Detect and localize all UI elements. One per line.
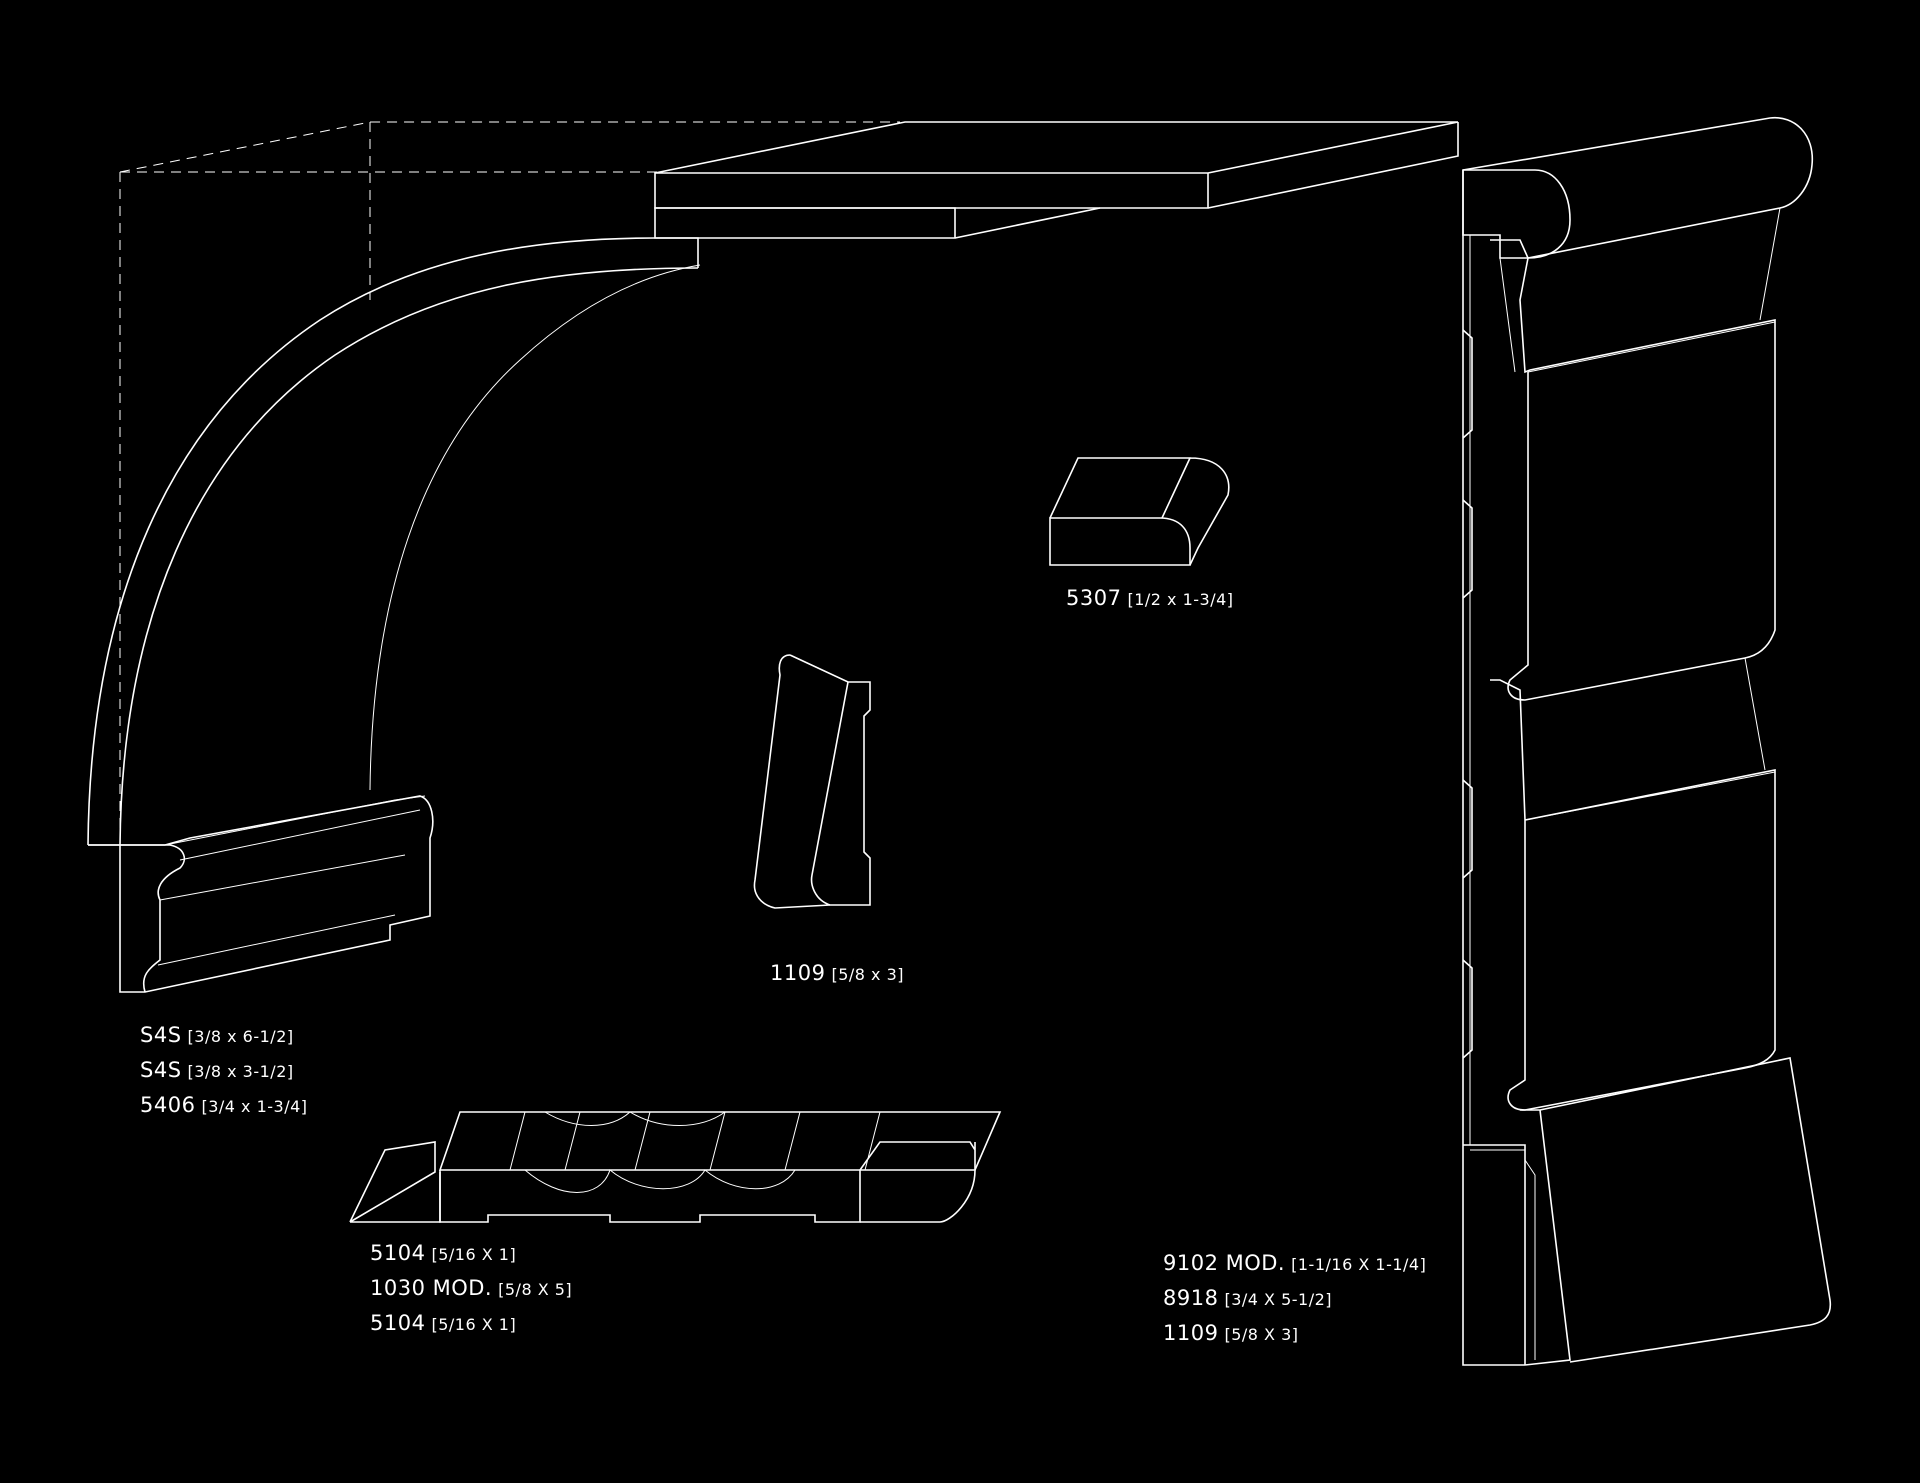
arch-back-curve [369,264,701,791]
right-casing-assembly [1462,116,1832,1366]
arch-assembly [87,121,1459,993]
label-bottom-line-1: 5104 [5/16 X 1] [370,1243,572,1278]
label-1109-dim: [5/8 x 3] [831,965,905,984]
cap-9102 [1462,169,1571,259]
profile-5307 [1049,457,1230,566]
label-right-line-1: 9102 MOD. [1-1/16 X 1-1/4] [1163,1253,1426,1288]
label-dim: [3/8 x 6-1/2] [187,1027,294,1046]
label-left-line-2: S4S [3/8 x 3-1/2] [140,1060,308,1095]
arch-curve-outer [87,237,656,846]
bottom-1109 [1520,1057,1832,1366]
label-left-line-1: S4S [3/8 x 6-1/2] [140,1025,308,1060]
label-dim: [5/8 X 5] [498,1280,573,1299]
label-code: 5406 [140,1093,196,1117]
label-code: S4S [140,1023,182,1047]
label-1109-code: 1109 [770,961,826,985]
label-dim: [5/8 X 3] [1224,1325,1299,1344]
label-code: 1109 [1163,1321,1219,1345]
profile-1109-center [753,654,871,909]
label-right-line-3: 1109 [5/8 X 3] [1163,1323,1426,1358]
arch-base-molding-lines [157,795,426,966]
label-bottom-line-2: 1030 MOD. [5/8 X 5] [370,1278,572,1313]
label-5307-code: 5307 [1066,586,1122,610]
label-code: 1030 MOD. [370,1276,493,1300]
arch-construction-lines [119,121,900,845]
label-code: 9102 MOD. [1163,1251,1286,1275]
label-code: 5104 [370,1311,426,1335]
label-code: S4S [140,1058,182,1082]
arch-curve-inner [119,267,699,846]
label-dim: [3/8 x 3-1/2] [187,1062,294,1081]
label-5307-dim: [1/2 x 1-3/4] [1127,590,1234,609]
arch-base-molding [88,795,434,993]
arch-base-molding-profile [120,844,186,993]
label-code: 8918 [1163,1286,1219,1310]
label-dim: [3/4 x 1-3/4] [201,1097,308,1116]
top-board-upper [654,121,1459,209]
label-group-left: S4S [3/8 x 6-1/2] S4S [3/8 x 3-1/2] 5406 [3… [140,1025,308,1130]
left-5104 [349,1141,441,1223]
label-dim: [3/4 X 5-1/2] [1224,1290,1333,1309]
label-code: 5104 [370,1241,426,1265]
label-group-right: 9102 MOD. [1-1/16 X 1-1/4] 8918 [3/4 X 5-1… [1163,1253,1426,1358]
label-right-line-2: 8918 [3/4 X 5-1/2] [1163,1288,1426,1323]
label-left-line-3: 5406 [3/4 x 1-3/4] [140,1095,308,1130]
label-dim: [5/16 X 1] [431,1245,517,1264]
center-1030-flutes [509,1111,881,1193]
label-dim: [1-1/16 X 1-1/4] [1291,1255,1427,1274]
panel-2 [1490,679,1776,1111]
label-bottom-line-3: 5104 [5/16 X 1] [370,1313,572,1348]
panel-1 [1490,239,1776,701]
top-board-lower [654,207,1101,239]
label-1109-center: 1109 [5/8 x 3] [770,963,904,984]
label-group-bottom: 5104 [5/16 X 1] 1030 MOD. [5/8 X 5] 5104 [5… [370,1243,572,1348]
center-1030 [438,1111,1002,1223]
label-dim: [5/16 X 1] [431,1315,517,1334]
right-5104 [859,1141,976,1223]
casing-vertical [1462,170,1525,1366]
label-5307: 5307 [1/2 x 1-3/4] [1066,588,1234,609]
chair-rail-assembly [349,1111,1002,1223]
